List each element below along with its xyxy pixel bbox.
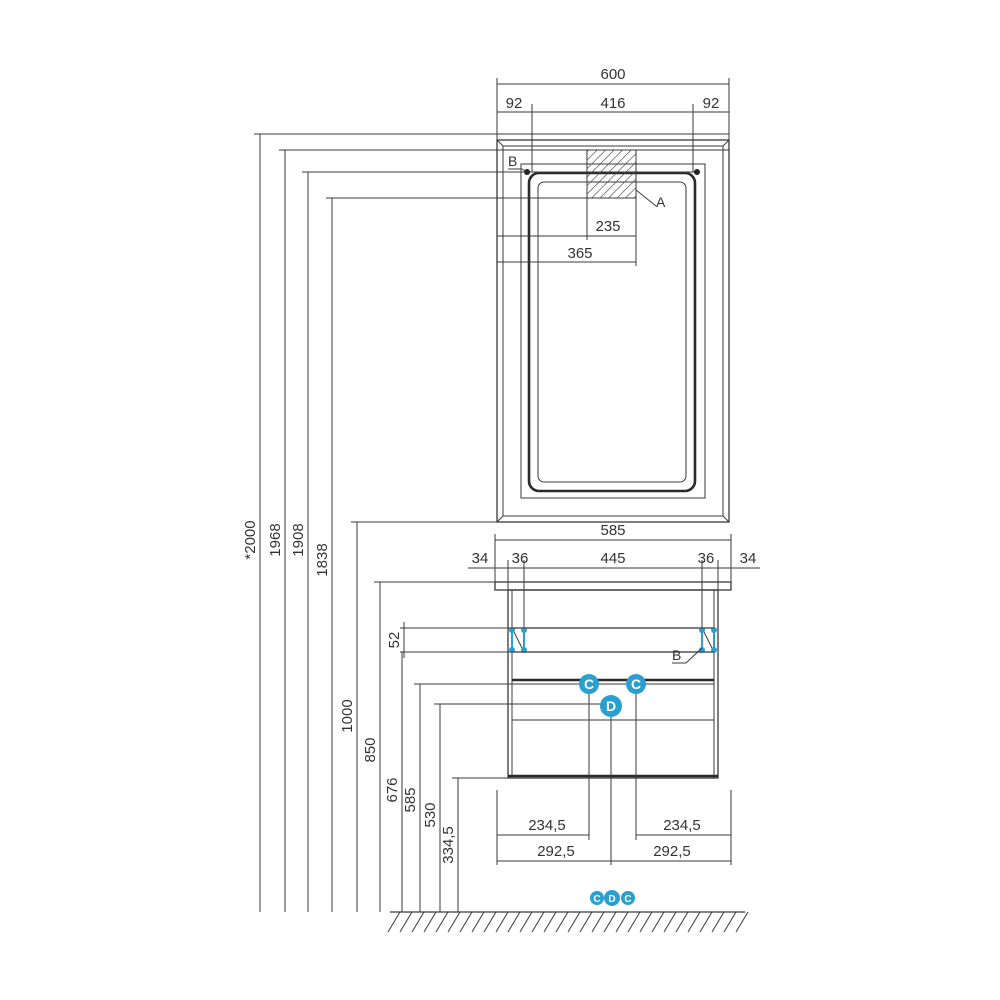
floor-hatch-line bbox=[675, 911, 689, 933]
dim-height-52: 52 bbox=[386, 632, 403, 649]
marker-c-right: C bbox=[626, 674, 646, 694]
dim-height-1968: 1968 bbox=[267, 523, 284, 556]
floor-hatch-line bbox=[555, 911, 569, 933]
floor-hatch-line bbox=[471, 911, 485, 933]
dim-height-676: 676 bbox=[384, 777, 401, 802]
marker-d: D bbox=[600, 695, 622, 717]
floor-hatch-line bbox=[711, 911, 725, 933]
floor-hatch-line bbox=[627, 911, 641, 933]
floor-markers: C D C bbox=[590, 890, 635, 906]
dim-right-half: 292,5 bbox=[653, 843, 691, 860]
floor-hatch-line bbox=[735, 911, 749, 933]
dim-cabinet-inner: 445 bbox=[600, 550, 625, 567]
floor-hatch-line bbox=[447, 911, 461, 933]
dim-height-850: 850 bbox=[362, 737, 379, 762]
upper-drawer bbox=[511, 627, 715, 653]
svg-text:C: C bbox=[593, 894, 600, 905]
mirror-dimensions: 600 92 416 92 235 365 B A bbox=[496, 66, 730, 266]
dim-cabinet-post-right: 36 bbox=[698, 550, 715, 567]
floor-hatch-line bbox=[639, 911, 653, 933]
mount-brackets bbox=[511, 628, 715, 652]
floor-hatch-line bbox=[423, 911, 437, 933]
dim-mirror-side-right: 92 bbox=[703, 95, 720, 112]
floor-hatch-line bbox=[603, 911, 617, 933]
dim-shelf-offset: 235 bbox=[595, 218, 620, 235]
svg-text:C: C bbox=[631, 676, 641, 692]
floor-hatch-line bbox=[615, 911, 629, 933]
dim-height-total: *2000 bbox=[242, 520, 259, 559]
svg-text:D: D bbox=[608, 894, 615, 905]
dim-height-334: 334,5 bbox=[440, 826, 457, 864]
dim-mirror-side-left: 92 bbox=[506, 95, 523, 112]
mirror-outer-frame bbox=[496, 139, 730, 523]
dim-mirror-inner: 416 bbox=[600, 95, 625, 112]
dim-height-1000: 1000 bbox=[339, 699, 356, 732]
dim-shelf-width: 365 bbox=[567, 245, 592, 262]
cabinet-top bbox=[494, 581, 732, 591]
dim-height-1908: 1908 bbox=[290, 523, 307, 556]
floor-hatch-line bbox=[399, 911, 413, 933]
floor-hatch-line bbox=[435, 911, 449, 933]
svg-text:C: C bbox=[624, 894, 631, 905]
floor-hatch-line bbox=[495, 911, 509, 933]
floor-hatch-line bbox=[663, 911, 677, 933]
mirror-frame-bevel bbox=[502, 145, 724, 517]
dim-right-offset: 234,5 bbox=[663, 817, 701, 834]
floor-hatch-line bbox=[579, 911, 593, 933]
floor bbox=[387, 911, 749, 933]
floor-hatch-line bbox=[459, 911, 473, 933]
dim-left-offset: 234,5 bbox=[528, 817, 566, 834]
floor-hatch-line bbox=[411, 911, 425, 933]
marker-c-left: C bbox=[579, 674, 599, 694]
dim-cabinet-post-left: 36 bbox=[512, 550, 529, 567]
svg-text:C: C bbox=[584, 676, 594, 692]
floor-hatch-line bbox=[651, 911, 665, 933]
floor-hatch-line bbox=[591, 911, 605, 933]
svg-text:D: D bbox=[606, 698, 616, 714]
floor-hatch-line bbox=[687, 911, 701, 933]
floor-hatch-line bbox=[531, 911, 545, 933]
cabinet bbox=[494, 581, 732, 779]
label-a: A bbox=[656, 194, 666, 210]
dim-cabinet-edge-left: 34 bbox=[472, 550, 489, 567]
floor-hatch-line bbox=[483, 911, 497, 933]
floor-hatch-line bbox=[723, 911, 737, 933]
dim-height-585: 585 bbox=[402, 787, 419, 812]
label-b-cabinet: B bbox=[672, 647, 681, 663]
mirror-frame-inner bbox=[520, 163, 706, 499]
dim-left-half: 292,5 bbox=[537, 843, 575, 860]
dim-height-530: 530 bbox=[422, 802, 439, 827]
floor-hatch-line bbox=[507, 911, 521, 933]
dim-mirror-width: 600 bbox=[600, 66, 625, 83]
mirror bbox=[496, 139, 730, 523]
dim-cabinet-edge-right: 34 bbox=[740, 550, 757, 567]
dim-height-1838: 1838 bbox=[314, 543, 331, 576]
mount-point-right bbox=[694, 169, 700, 175]
floor-hatch-line bbox=[543, 911, 557, 933]
dim-cabinet-width: 585 bbox=[600, 522, 625, 539]
height-dimensions: *2000 1968 1908 1838 1000 850 52 676 585 bbox=[242, 133, 729, 912]
floor-hatch-line bbox=[699, 911, 713, 933]
label-b-mirror: B bbox=[508, 153, 517, 169]
floor-hatch-line bbox=[567, 911, 581, 933]
lamp-hatched-area bbox=[586, 149, 637, 199]
floor-hatch-line bbox=[387, 911, 401, 933]
floor-hatch-line bbox=[519, 911, 533, 933]
